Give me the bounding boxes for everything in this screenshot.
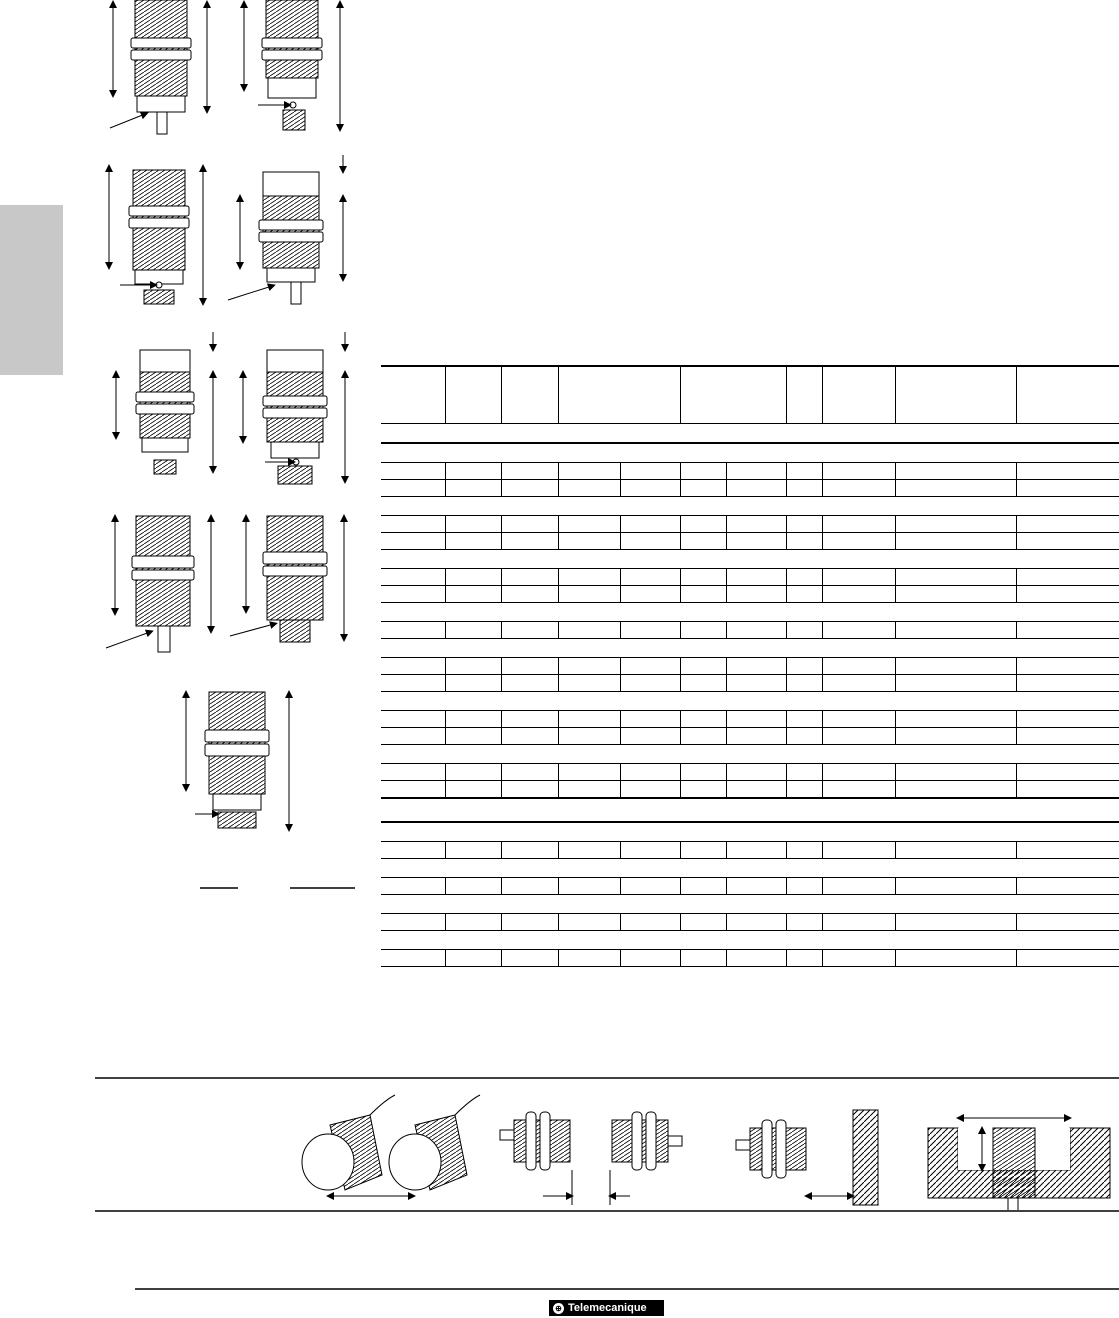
mounting-face-to-face-drawing xyxy=(499,1111,683,1205)
sensor-drawing-connector-3 xyxy=(112,332,217,475)
table-row xyxy=(381,515,1119,533)
sensor-drawing-connector-1 xyxy=(240,0,344,132)
table-row xyxy=(381,949,1119,967)
sensor-drawing-connector-5 xyxy=(229,514,348,643)
table-group-row xyxy=(381,745,1119,764)
table-group-row xyxy=(381,639,1119,658)
table-group-row xyxy=(381,603,1119,622)
table-row xyxy=(381,657,1119,675)
table-row xyxy=(381,585,1119,603)
table-group-row xyxy=(381,931,1119,950)
table-group-row xyxy=(381,859,1119,878)
sensor-drawing-cable-2 xyxy=(227,155,347,305)
table-header-row xyxy=(381,365,1119,424)
table-group-row xyxy=(381,497,1119,516)
table-row xyxy=(381,674,1119,692)
table-row xyxy=(381,780,1119,799)
spec-table xyxy=(381,365,1119,967)
mounting-side-by-side-drawing xyxy=(301,1094,481,1200)
sensor-drawing-cable-3 xyxy=(105,514,215,653)
table-group-row xyxy=(381,550,1119,569)
mounting-near-wall-drawing xyxy=(735,1109,879,1206)
telemecanique-mark-icon: ⊕ xyxy=(553,1302,564,1314)
table-row xyxy=(381,621,1119,639)
table-row xyxy=(381,710,1119,728)
sensor-drawing-cable-1 xyxy=(109,0,211,135)
sensor-drawing-connector-2 xyxy=(105,164,207,306)
table-group-row xyxy=(381,822,1119,842)
table-row xyxy=(381,462,1119,480)
brand-logo: ⊕ Telemecanique xyxy=(549,1300,664,1316)
sensor-drawing-connector-4 xyxy=(239,332,349,485)
table-group-row xyxy=(381,443,1119,463)
table-row xyxy=(381,532,1119,550)
table-section-row xyxy=(381,797,1119,823)
table-group-row xyxy=(381,895,1119,914)
section-side-tab xyxy=(0,205,63,375)
table-row xyxy=(381,877,1119,895)
table-group-row xyxy=(381,423,1119,444)
mounting-recess-drawing xyxy=(927,1114,1111,1210)
table-row xyxy=(381,763,1119,781)
table-row xyxy=(381,568,1119,586)
sensor-drawing-connector-6 xyxy=(182,690,293,832)
table-row xyxy=(381,479,1119,497)
table-row xyxy=(381,727,1119,745)
table-group-row xyxy=(381,692,1119,711)
table-row xyxy=(381,841,1119,859)
table-row xyxy=(381,913,1119,931)
brand-logo-text: Telemecanique xyxy=(568,1302,647,1314)
